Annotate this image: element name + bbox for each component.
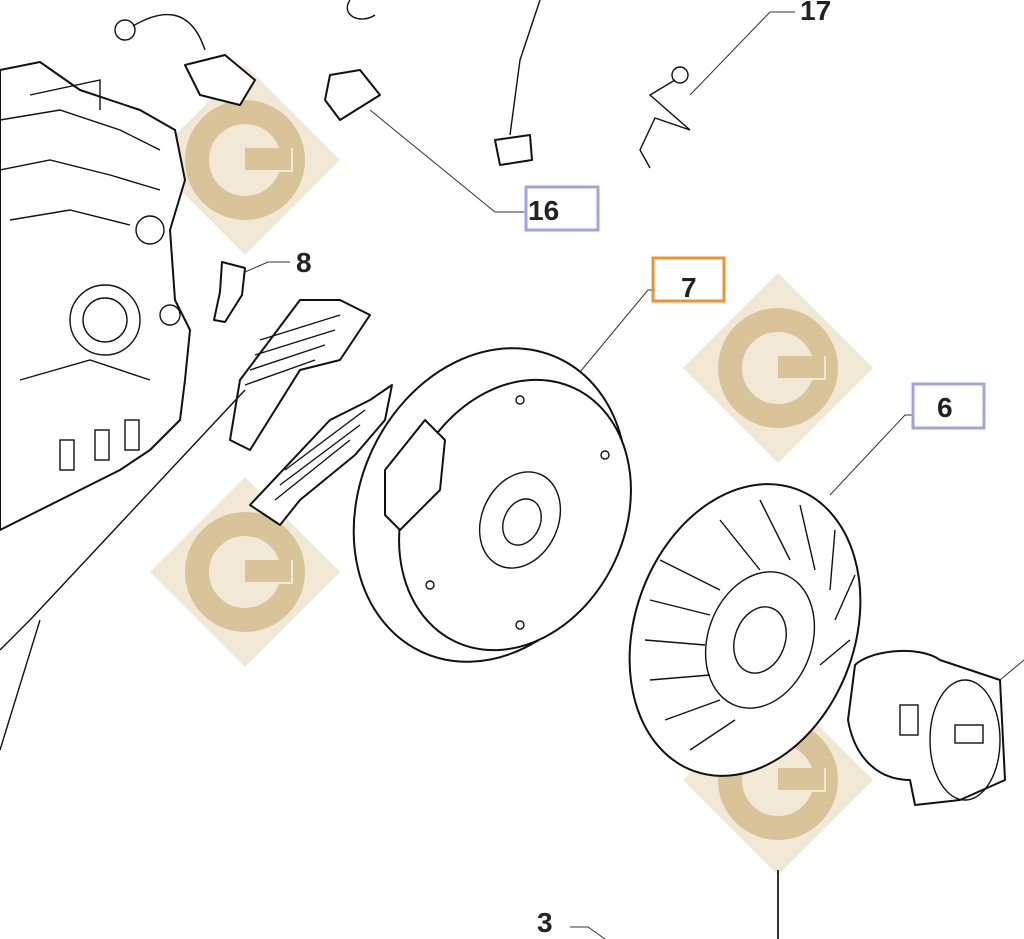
ignition-coil-left [229, 299, 371, 451]
cable [0, 389, 246, 651]
leader-line-16 [369, 109, 525, 213]
callout-label-8[interactable]: 8 [296, 247, 312, 278]
callout-box-6 [911, 382, 986, 430]
starter-cup [847, 649, 1006, 806]
flywheel [352, 347, 632, 663]
callout-box-16 [524, 185, 600, 232]
g-logo-watermark [150, 477, 340, 667]
leader-line-17 [689, 11, 795, 96]
callout-label-7[interactable]: 7 [681, 272, 697, 303]
leader-line-offscreen [999, 659, 1024, 681]
leader-line-6 [829, 414, 912, 496]
cooling-fan [628, 483, 862, 777]
callout-label-17[interactable]: 17 [800, 0, 831, 26]
ignition-coil-right [249, 384, 393, 526]
leader-line-8 [244, 261, 290, 273]
small-clip-part [213, 261, 246, 323]
spark-plug-wire [114, 0, 691, 169]
leader-line-7 [579, 289, 655, 373]
callout-label-16[interactable]: 16 [528, 195, 559, 226]
cable [0, 619, 41, 751]
callout-label-6[interactable]: 6 [937, 392, 953, 423]
engine-block [0, 61, 191, 531]
callout-box-7 [651, 256, 726, 303]
leader-line-3 [570, 926, 606, 939]
callout-label-3[interactable]: 3 [537, 907, 553, 938]
